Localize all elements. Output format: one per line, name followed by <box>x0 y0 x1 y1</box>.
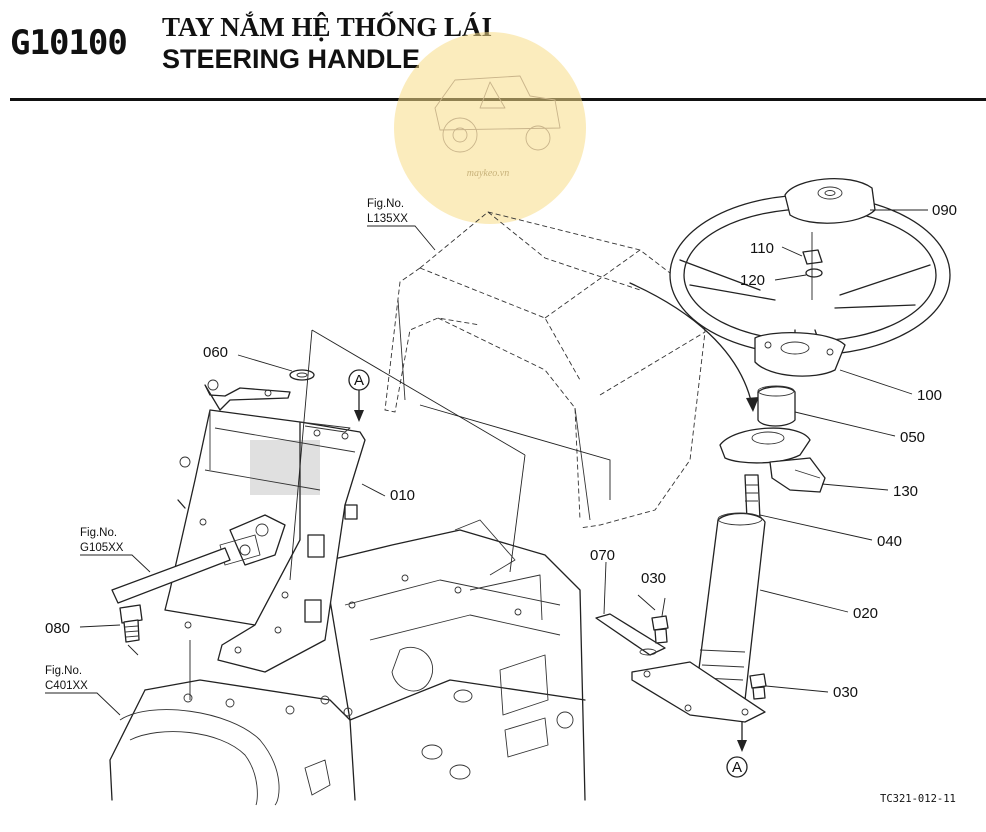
steering-shaft-link <box>111 547 231 604</box>
part-060-washer <box>289 369 315 381</box>
page-code: G10100 <box>10 23 128 63</box>
callout-120: 120 <box>740 272 765 289</box>
callout-080: 080 <box>45 620 70 637</box>
part-120-washer <box>805 268 823 278</box>
callout-020: 020 <box>853 605 878 622</box>
figure-ref-g105xx-line1: Fig.No. <box>80 527 117 539</box>
drawing-code: TC321-012-11 <box>880 793 956 805</box>
callout-130: 130 <box>893 483 918 500</box>
fender-hood <box>384 211 706 529</box>
callout-100: 100 <box>917 387 942 404</box>
callout-030-upper: 030 <box>641 570 666 587</box>
part-090-horn-cap <box>784 178 876 224</box>
callout-060: 060 <box>203 344 228 361</box>
part-050-bushing <box>757 385 796 427</box>
page-title-vietnamese: TAY NẮM HỆ THỐNG LÁI <box>162 12 493 42</box>
callout-040: 040 <box>877 533 902 550</box>
page-title-english: STEERING HANDLE <box>162 44 421 74</box>
marker-a-bottom: A <box>726 721 748 778</box>
watermark-text: maykeo.vn <box>467 168 509 179</box>
part-080-bolt <box>119 604 143 643</box>
figure-ref-c401xx: Fig.No. C401XX <box>45 665 121 716</box>
assembly-lines <box>127 329 656 700</box>
marker-a-bottom-label: A <box>732 759 742 776</box>
figure-ref-l135xx-line1: Fig.No. <box>367 198 404 210</box>
callout-labels: 090 110 120 100 050 130 040 020 030 030 … <box>45 202 957 701</box>
part-130-switch <box>769 457 826 493</box>
marker-a-top: A <box>348 369 370 422</box>
figure-ref-g105xx-line2: G105XX <box>80 542 124 554</box>
callout-050: 050 <box>900 429 925 446</box>
install-arrow <box>629 282 759 412</box>
figure-ref-c401xx-line1: Fig.No. <box>45 665 82 677</box>
callout-010: 010 <box>390 487 415 504</box>
column-base-plate <box>631 661 766 723</box>
callout-070: 070 <box>590 547 615 564</box>
part-070-plate <box>595 613 666 656</box>
callout-090: 090 <box>932 202 957 219</box>
column-cone <box>719 427 811 464</box>
part-030-bolt-upper <box>651 615 669 644</box>
watermark-logo: maykeo.vn <box>394 32 586 224</box>
figure-ref-l135xx-line2: L135XX <box>367 213 408 225</box>
figure-ref-c401xx-line2: C401XX <box>45 680 88 692</box>
figure-ref-l135xx: Fig.No. L135XX <box>367 198 436 251</box>
part-030-bolt-lower <box>749 673 767 700</box>
transmission-case <box>109 519 586 806</box>
marker-a-top-label: A <box>354 372 364 389</box>
figure-ref-g105xx: Fig.No. G105XX <box>80 527 151 573</box>
part-110-nut <box>802 249 823 265</box>
callout-110: 110 <box>750 240 774 257</box>
callout-030-lower: 030 <box>833 684 858 701</box>
